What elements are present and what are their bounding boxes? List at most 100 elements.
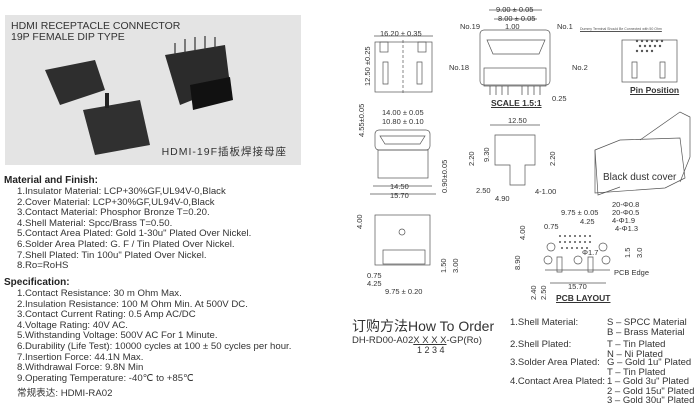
material-item: 7.Shell Plated: Tin 100u" Plated Over Ni… bbox=[17, 249, 207, 261]
dim-label: 4.55±0.05 bbox=[357, 103, 366, 137]
dim-label: 2.50 bbox=[476, 186, 491, 195]
dim-label: 15.70 bbox=[390, 191, 409, 200]
option-value: B – Brass Material bbox=[607, 326, 685, 338]
order-title: 订购方法How To Order bbox=[352, 318, 495, 334]
pin-label: No.2 bbox=[572, 63, 588, 72]
option-value: 2 – Gold 15u" Plated bbox=[607, 385, 695, 397]
material-item: 8.Ro=RoHS bbox=[17, 260, 69, 272]
dim-label: 14.00 ± 0.05 bbox=[382, 108, 424, 117]
dim-label: 9.30 bbox=[482, 147, 491, 162]
pin-position-label: Pin Position bbox=[630, 85, 680, 95]
order-option-label: 3.Solder Area Plated: bbox=[510, 357, 600, 368]
order-option-label: 2.Shell Plated: bbox=[510, 339, 572, 350]
pcb-label: 8.90 bbox=[513, 255, 522, 270]
spec-item: 8.Withdrawal Force: 9.8N Min bbox=[17, 362, 144, 374]
pcb-label: 20-Φ0.8 bbox=[612, 200, 640, 209]
spec-item: 9.Operating Temperature: -40℃ to +85℃ bbox=[17, 372, 194, 384]
dim-label: 9.75 ± 0.20 bbox=[385, 287, 423, 296]
dim-label: 2.20 bbox=[548, 151, 557, 166]
dim-label: 12.50 ±0.25 bbox=[363, 46, 372, 86]
material-item: 1.Insulator Material: LCP+30%GF,UL94V-0,… bbox=[17, 186, 226, 197]
dim-label: 14.50 bbox=[390, 182, 409, 191]
dim-label: 10.80 ± 0.10 bbox=[382, 117, 424, 126]
pcb-label: 2.50 bbox=[539, 285, 548, 300]
title-line-2: 19P FEMALE DIP TYPE bbox=[11, 31, 125, 43]
material-item: 6.Solder Area Plated: G. F / Tin Plated … bbox=[17, 238, 235, 250]
code-suffix: -GP(Ro) bbox=[446, 335, 482, 346]
material-item: 4.Shell Material: Spcc/Brass T=0.50. bbox=[17, 217, 173, 229]
dim-label: 0.90±0.05 bbox=[440, 159, 449, 193]
dim-label: 16.20 ± 0.35 bbox=[380, 29, 422, 38]
option-value: T – Tin Plated bbox=[607, 339, 666, 350]
pcb-label: 20-Φ0.5 bbox=[612, 208, 640, 217]
dim-label: 4.25 bbox=[367, 279, 382, 288]
option-value: 3 – Gold 30u" Plated bbox=[607, 395, 695, 406]
spec-item: 6.Durability (Life Test): 10000 cycles a… bbox=[17, 340, 292, 352]
spec-item: 7.Insertion Force: 44.1N Max. bbox=[17, 351, 144, 363]
option-value: T – Tin Plated bbox=[607, 366, 666, 378]
dim-label: 0.75 bbox=[367, 271, 382, 280]
pcb-edge-label: PCB Edge bbox=[614, 268, 650, 277]
option-value: 1 – Gold 3u" Plated bbox=[607, 376, 690, 387]
material-list: 1.Insulator Material: LCP+30%GF,UL94V-0,… bbox=[17, 186, 252, 272]
option-value: G – Gold 1u" Plated bbox=[607, 357, 692, 368]
code-option-numbers: 1 2 3 4 bbox=[417, 345, 445, 355]
material-heading: Material and Finish: bbox=[4, 175, 98, 186]
spec-item: 5.Withstanding Voltage: 500V AC For 1 Mi… bbox=[17, 330, 218, 342]
spec-heading: Specification: bbox=[4, 277, 70, 288]
code-options: X X X X bbox=[413, 335, 447, 346]
material-item: 3.Contact Material: Phosphor Bronze T=0.… bbox=[17, 207, 210, 219]
pcb-label: 0.75 bbox=[544, 222, 559, 231]
material-item: 2.Cover Material: LCP+30%GF,UL94V-0,Blac… bbox=[17, 196, 215, 208]
spec-list: 1.Contact Resistance: 30 m Ohm Max. 2.In… bbox=[17, 288, 292, 384]
spec-item: 3.Contact Current Rating: 0.5 Amp AC/DC bbox=[17, 309, 196, 321]
order-option-label: 1.Shell Material: bbox=[510, 317, 579, 328]
order-option-label: 4.Contact Area Plated: bbox=[510, 376, 606, 387]
order-code: DH-RD00-A02X X X X-GP(Ro) bbox=[352, 335, 482, 346]
pcb-label: 2.40 bbox=[529, 285, 538, 300]
dummy-terminal-note: Dummy Terminal Should Be Connected with … bbox=[580, 27, 662, 31]
spec-item: 1.Contact Resistance: 30 m Ohm Max. bbox=[17, 288, 182, 299]
dim-label: 0.25 bbox=[552, 94, 567, 103]
pcb-label: 4-Φ1.3 bbox=[615, 224, 639, 233]
dim-label: 12.50 bbox=[508, 116, 527, 125]
dim-label: 1.00 bbox=[505, 22, 520, 31]
pcb-label: 15.70 bbox=[568, 282, 587, 291]
pcb-label: 4-Φ1.9 bbox=[612, 216, 636, 225]
code-prefix: DH-RD00-A02 bbox=[352, 335, 414, 346]
material-item: 5.Contact Area Plated: Gold 1-30u" Plate… bbox=[17, 228, 252, 240]
common-part-number: 常规表达: HDMI-RA02 bbox=[17, 388, 113, 399]
dim-label: 4.90 bbox=[495, 194, 510, 203]
pcb-label: 4.25 bbox=[580, 217, 595, 226]
scale-label: SCALE 1.5:1 bbox=[491, 98, 542, 108]
spec-item: 4.Voltage Rating: 40V AC. bbox=[17, 319, 128, 331]
pcb-label: 1.5 bbox=[623, 247, 632, 258]
dim-label: 8.00 ± 0.05 bbox=[498, 14, 536, 23]
pin-label: No.1 bbox=[557, 22, 573, 31]
pcb-label: 4.00 bbox=[518, 225, 527, 240]
title-line-1: HDMI RECEPTACLE CONNECTOR bbox=[11, 20, 181, 32]
spec-item: 2.Insulation Resistance: 100 M Ohm Min. … bbox=[17, 298, 248, 310]
dim-label: 4.00 bbox=[355, 214, 364, 229]
dim-label: 1.50 bbox=[439, 258, 448, 273]
option-value: S – SPCC Material bbox=[607, 317, 687, 328]
dim-label: 9.00 ± 0.05 bbox=[496, 5, 534, 14]
pin-label: No.18 bbox=[449, 63, 470, 72]
dim-label: 4-1.00 bbox=[535, 187, 557, 196]
connector-photo-illustration bbox=[45, 36, 233, 155]
dim-label: 3.00 bbox=[451, 258, 460, 273]
dust-cover-label: Black dust cover bbox=[603, 172, 677, 183]
pin-label: No.19 bbox=[460, 22, 481, 31]
pcb-label: 9.75 ± 0.05 bbox=[561, 208, 599, 217]
pcb-label: 3.0 bbox=[635, 247, 644, 258]
pcb-label: Φ1.7 bbox=[582, 248, 599, 257]
pcb-layout-title: PCB LAYOUT bbox=[556, 293, 611, 303]
dim-label: 2.20 bbox=[467, 151, 476, 166]
photo-caption: HDMI-19F插板焊接母座 bbox=[161, 146, 287, 158]
